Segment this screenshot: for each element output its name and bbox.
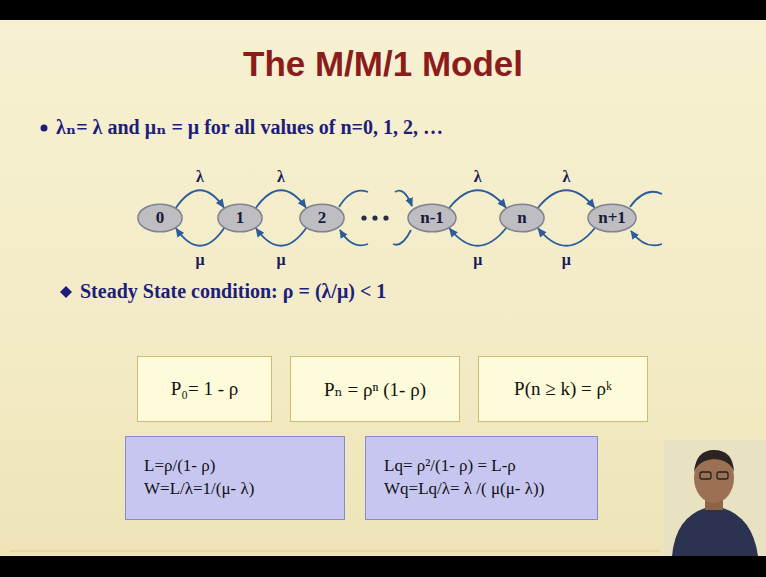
partial-arc xyxy=(339,191,368,207)
arrowhead xyxy=(176,228,184,238)
partial-arc xyxy=(630,192,662,207)
state-ellipse xyxy=(138,204,182,232)
rate-label: μ xyxy=(274,252,287,268)
formula-text: P(n ≥ k) = ρᵏ xyxy=(514,378,612,400)
state-ellipse xyxy=(588,204,636,232)
bullet xyxy=(60,286,72,298)
ellipsis-dot xyxy=(383,215,388,220)
state-ellipse xyxy=(500,204,544,232)
black-bar xyxy=(0,556,766,577)
state-number: n+1 xyxy=(598,208,626,228)
slide-title: The M/M/1 Model xyxy=(0,44,766,84)
formula-text: Pₙ = ρⁿ (1- ρ) xyxy=(324,378,426,401)
partial-arc xyxy=(395,191,412,206)
photo-ground xyxy=(664,440,766,556)
measure-box: L=ρ/(1- ρ)W=L/λ=1/(μ- λ) xyxy=(125,436,345,520)
rate-label: λ xyxy=(472,169,484,185)
transition-arc xyxy=(449,228,506,246)
presenter-glasses xyxy=(717,472,728,479)
arrowhead xyxy=(586,199,595,209)
arrowhead xyxy=(216,198,224,208)
state-circle: 2 xyxy=(299,203,345,233)
presenter-hair xyxy=(694,450,734,472)
formula-text: Wq=Lq/λ= λ /( μ(μ- λ)) xyxy=(384,478,544,501)
rate-label: λ xyxy=(275,169,287,185)
rate-label: λ xyxy=(560,169,572,185)
slide-rule xyxy=(10,551,660,552)
state-ellipse xyxy=(300,204,344,232)
formula-text: W=L/λ=1/(μ- λ) xyxy=(144,478,254,501)
transition-arc xyxy=(256,190,307,208)
rate-label: μ xyxy=(193,252,206,268)
presenter-shirt xyxy=(672,506,758,556)
transition-arc xyxy=(176,190,225,208)
bullet-text: Steady State condition: ρ = (λ/μ) < 1 xyxy=(80,280,386,303)
presenter-glasses xyxy=(700,472,711,479)
state-ellipse xyxy=(218,204,262,232)
state-number: 2 xyxy=(318,208,327,228)
arrowhead xyxy=(298,198,307,208)
formula-box: P₀= 1 - ρ xyxy=(137,356,272,422)
partial-arc xyxy=(340,230,368,245)
bullet xyxy=(41,125,48,132)
state-circle: n-1 xyxy=(407,203,457,233)
transition-arc xyxy=(538,228,595,246)
rate-label: μ xyxy=(471,252,484,268)
state-circle: 1 xyxy=(217,203,263,233)
transition-arc xyxy=(256,228,307,246)
transition-arc xyxy=(538,190,595,208)
measure-box: Lq= ρ²/(1- ρ) = L-ρWq=Lq/λ= λ /( μ(μ- λ)… xyxy=(365,436,598,520)
state-circle: n+1 xyxy=(587,203,637,233)
state-number: 1 xyxy=(236,208,245,228)
arrowhead xyxy=(256,228,265,238)
rate-label: μ xyxy=(560,252,573,268)
arrowhead xyxy=(538,228,547,238)
ellipsis-dot xyxy=(372,215,377,220)
formula-text: Lq= ρ²/(1- ρ) = L-ρ xyxy=(384,455,516,478)
state-ellipse xyxy=(408,204,456,232)
formula-box: P(n ≥ k) = ρᵏ xyxy=(478,356,648,422)
formula-text: L=ρ/(1- ρ) xyxy=(144,455,215,478)
arrowhead xyxy=(449,228,458,238)
arrowhead xyxy=(498,199,507,209)
formula-box: Pₙ = ρⁿ (1- ρ) xyxy=(290,356,460,422)
ellipsis-dot xyxy=(361,215,366,220)
formula-text: P₀= 1 - ρ xyxy=(171,378,238,400)
partial-arc xyxy=(393,230,411,245)
transition-arc xyxy=(176,228,225,246)
transition-arc xyxy=(449,190,506,208)
presenter-photo xyxy=(664,440,766,556)
state-number: n-1 xyxy=(420,208,444,228)
state-circle: 0 xyxy=(137,203,183,233)
rate-label: λ xyxy=(194,169,206,185)
state-circle: n xyxy=(499,203,545,233)
partial-arc xyxy=(631,231,662,245)
bullet-text: λₙ= λ and μₙ = μ for all values of n=0, … xyxy=(56,115,443,139)
black-bar xyxy=(0,0,766,20)
state-number: 0 xyxy=(156,208,165,228)
state-number: n xyxy=(517,208,526,228)
